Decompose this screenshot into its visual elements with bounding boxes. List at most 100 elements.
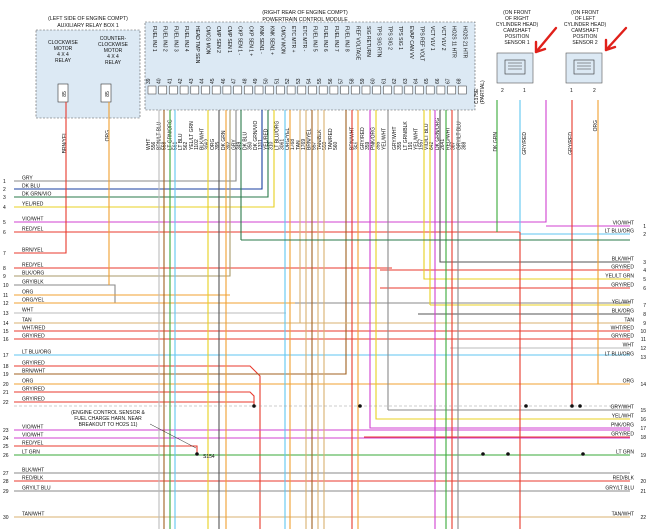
pcm-pin-number: 39 (146, 78, 152, 84)
pcm-pin-label: HO2S 11 HTR (451, 26, 457, 58)
pcm-wire-color: YEL/LT GRN (189, 121, 195, 150)
pcm-pin-label: CKP SEN 1 - (237, 26, 243, 55)
pcm-circuit-number: 559 (322, 141, 328, 150)
pcm-wire-color: DK BLU (242, 132, 248, 150)
pcm-circuit-number: 642 (429, 141, 435, 150)
left-row-number: 2 (3, 187, 6, 193)
right-row-number: 16 (640, 417, 646, 423)
right-row-number: 7 (643, 303, 646, 309)
left-row-number: 26 (3, 453, 9, 459)
cmp1-title-6: SENSOR 1 (504, 40, 530, 46)
sensor-2-icon (573, 59, 595, 75)
pcm-pin-label: EVAP CAN VV (408, 26, 414, 60)
wire-trace (14, 110, 231, 277)
left-row-label: GRY/RED (22, 397, 45, 403)
cmp2-body (565, 52, 603, 84)
pcm-pin-label: ETC MTR - (301, 26, 307, 52)
pcm-pin-number: 64 (414, 78, 420, 84)
right-row-number: 3 (643, 260, 646, 266)
left-row-label: LT GRN (22, 450, 40, 456)
right-row-label: WHT (623, 343, 634, 349)
cmp1-title-3: CYLINDER HEAD) (496, 22, 539, 28)
wire-bundle (14, 100, 630, 529)
left-row-number: 9 (3, 274, 6, 280)
pcm-pin-number: 43 (189, 78, 195, 84)
pcm-title-1: (RIGHT REAR OF ENGINE COMPT) (262, 10, 348, 16)
cmp1-title-4: CAMSHAFT (503, 28, 531, 34)
cmp2-wire-a: GRY/RED (568, 132, 574, 155)
right-row-number: 11 (641, 337, 646, 343)
pcm-circuit-number: 359 (365, 141, 371, 150)
left-row-label: WHT/RED (22, 326, 46, 332)
left-row-label: VIO/WHT (22, 433, 43, 439)
cmp2-title-5: POSITION (573, 34, 597, 40)
pcm-wire-color: GRY/WHT (392, 126, 398, 150)
pcm-wire-color: YEL/RED (264, 128, 270, 150)
left-row-number: 28 (3, 479, 9, 485)
pcm-partial-note: (PARTIAL) (480, 80, 486, 104)
ccw-relay-line-3: MOTOR (104, 48, 123, 54)
pcm-pin-number: 59 (360, 78, 366, 84)
pcm-pin-socket (458, 85, 467, 95)
right-row-number: 15 (640, 408, 646, 414)
cmp1-wire-b: GRY/RED (522, 132, 528, 155)
pcm-wire-color: LT GRN/BLK (403, 121, 409, 150)
pcm-pin-socket (308, 85, 317, 95)
right-row-label: WHT/RED (611, 326, 635, 332)
pcm-wire-color: VIO/LT BLU (424, 123, 430, 150)
splice-note-line-3: BREAKOUT TO HO2S 11) (79, 422, 138, 428)
pcm-pin-number: 53 (296, 78, 302, 84)
left-row-number: 23 (3, 428, 9, 434)
left-row-label: YEL/RED (22, 202, 44, 208)
left-row-number: 1 (3, 179, 6, 185)
right-row-number: 20 (640, 479, 646, 485)
pcm-pin-number: 67 (446, 78, 452, 84)
left-row-label: RED/YEL (22, 263, 44, 269)
pcm-pin-label: REF VOLTAGE (354, 26, 360, 61)
pcm-circuit-number: 349 (237, 141, 243, 150)
left-row-label: BRN/WHT (22, 369, 45, 375)
relay-box-outline (35, 29, 141, 119)
right-row-label: GRY/RED (611, 265, 634, 271)
pcm-pin-socket (318, 85, 328, 95)
pcm-pin-socket (179, 85, 189, 95)
pcm-pin-socket (447, 85, 456, 95)
right-row-label: GRY/RED (611, 283, 634, 289)
pcm-circuit-number: 1102 (194, 139, 200, 150)
cmp1-title-2: OF RIGHT (505, 16, 529, 22)
cmp2-title-6: SENSOR 2 (572, 40, 598, 46)
right-row-number: 21 (640, 489, 646, 495)
pcm-pin-label: TPS SIG RTN (376, 26, 382, 58)
pcm-wire-color: BLK/WHT (200, 128, 206, 150)
right-row-number: 9 (643, 321, 646, 327)
pcm-circuit-number: 388 (461, 141, 467, 150)
left-row-number: 25 (3, 444, 9, 450)
left-row-label: BLK/ORG (22, 271, 44, 277)
pcm-circuit-number: 350 (247, 141, 253, 150)
left-row-number: 27 (3, 471, 9, 477)
pcm-wire-color: TAN/BLK (317, 129, 323, 150)
ccw-relay-pin: 85 (105, 91, 111, 97)
left-row-label: BLK/WHT (22, 468, 44, 474)
right-row-label: BLK/ORG (612, 309, 634, 315)
cmp1-pin-b: 1 (523, 88, 526, 94)
right-row-number: 12 (640, 346, 646, 352)
pcm-pin-socket (415, 85, 424, 95)
right-row-label: YEL/WHT (612, 414, 634, 420)
right-row-label: LT GRN (616, 450, 634, 456)
pcm-pin-socket (244, 85, 253, 95)
relay-box-title-2: AUXILIARY RELAY BOX 1 (57, 23, 119, 29)
cw-relay-pin-box (57, 83, 69, 103)
pcm-circuit-number: 395 (215, 141, 221, 150)
right-row-label: ORG (623, 379, 635, 385)
right-row-number: 13 (640, 355, 646, 361)
sensor-1-icon (504, 59, 526, 75)
pcm-pin-socket (190, 85, 200, 95)
